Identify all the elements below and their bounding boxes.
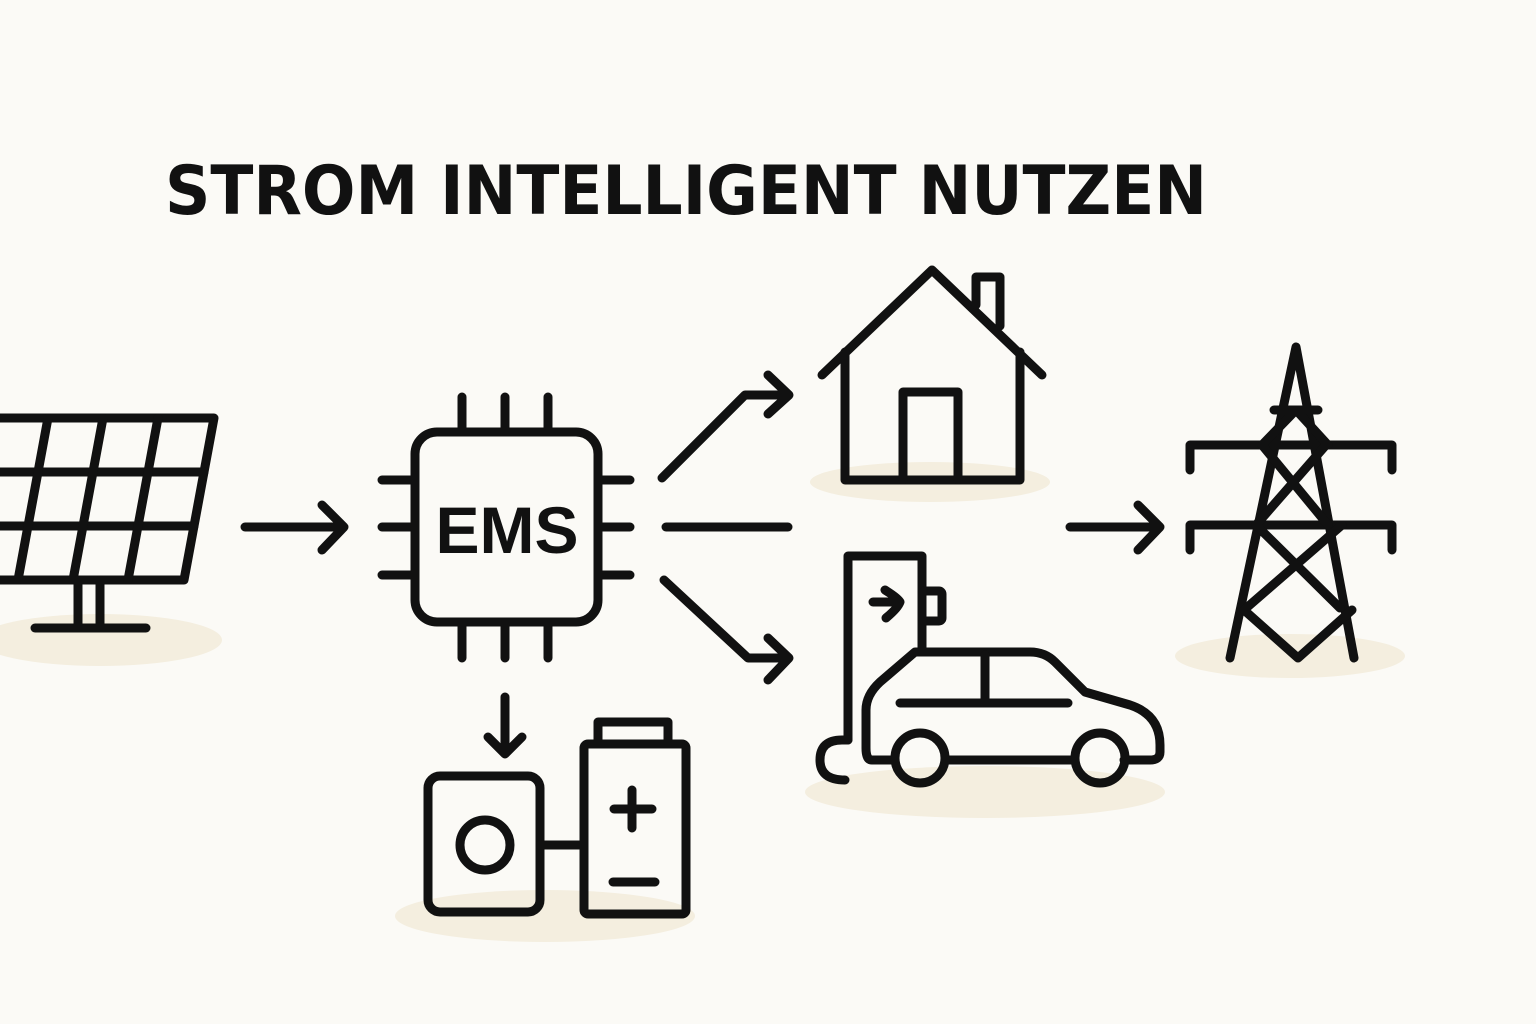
- power-pylon-icon: [1185, 342, 1397, 663]
- inverter-icon: [423, 771, 589, 917]
- solar-panel-icon: [0, 413, 219, 633]
- arrow-ems-to-storage: [483, 692, 527, 759]
- house-icon: [817, 265, 1047, 485]
- arrow-ems-to-house: [657, 370, 794, 483]
- arrow-ems-to-car: [659, 575, 794, 685]
- battery-icon: [579, 717, 691, 919]
- diagram-title: STROM INTELLIGENT NUTZEN: [165, 152, 1207, 231]
- ems-label: EMS: [435, 493, 578, 567]
- arrow-to-grid: [1065, 500, 1165, 555]
- car-shadow: [805, 766, 1165, 818]
- storage-shadow: [395, 890, 695, 942]
- car-icon: [861, 647, 1165, 788]
- ems-chip-icon: EMS: [377, 392, 635, 663]
- arrow-solar-to-ems: [240, 500, 349, 555]
- solar-shadow: [0, 614, 222, 666]
- ev-charger-icon: [815, 551, 947, 785]
